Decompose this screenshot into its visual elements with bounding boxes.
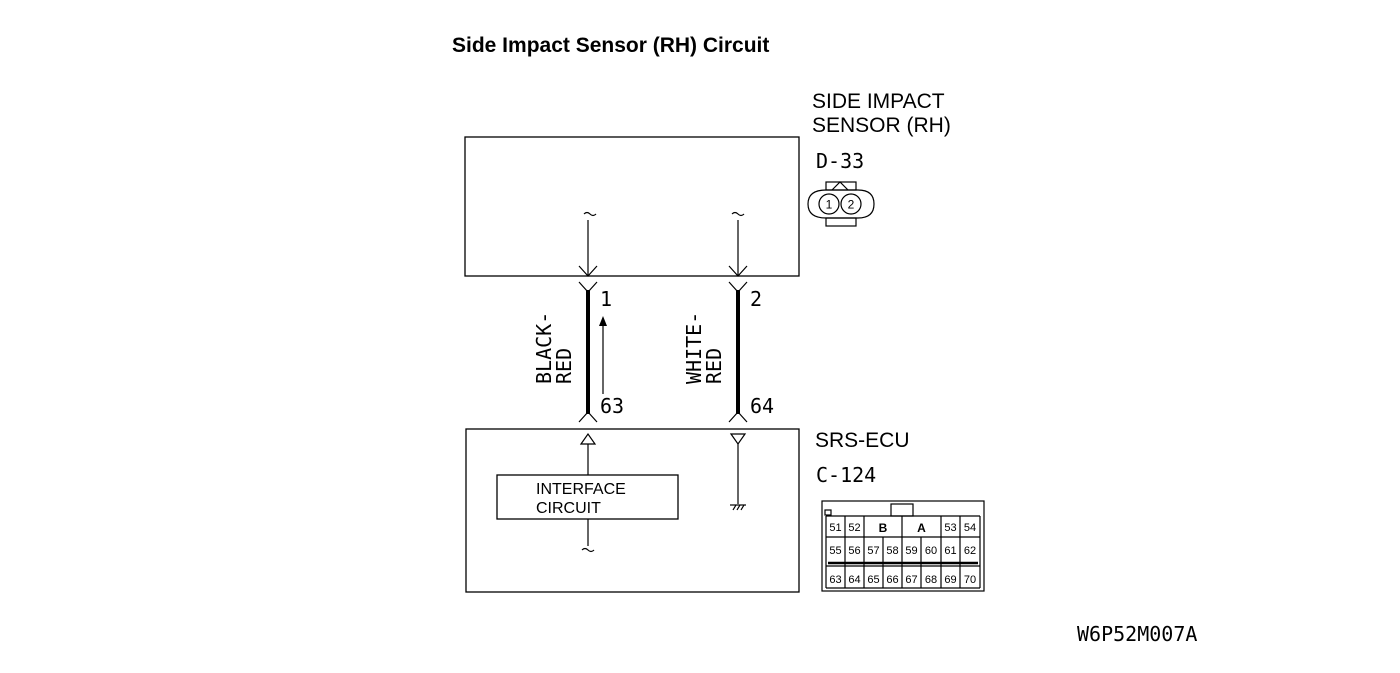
wire-1-sensor-pin: 1 [600, 287, 612, 311]
ecu-pin-a: A [917, 521, 926, 535]
interface-circuit-box [496, 474, 679, 520]
ecu-pin-55: 55 [829, 545, 841, 557]
ecu-pin-65: 65 [867, 574, 879, 586]
sensor-connector-id: D-33 [816, 149, 864, 173]
ecu-pin-70: 70 [964, 574, 976, 586]
sensor-pin-1: 1 [826, 198, 833, 212]
ecu-connector-icon: 51 52 B A 53 54 55 56 57 58 59 60 61 62 … [821, 500, 985, 592]
ecu-pin-51: 51 [829, 522, 841, 534]
ecu-box [465, 428, 800, 593]
wire-2-sensor-pin: 2 [750, 287, 762, 311]
diagram-title: Side Impact Sensor (RH) Circuit [452, 34, 769, 57]
ecu-pin-61: 61 [944, 545, 956, 557]
ecu-pin-52: 52 [848, 522, 860, 534]
sensor-pin-2: 2 [848, 198, 855, 212]
ecu-connector-id: C-124 [816, 463, 876, 487]
wire-1-color-line2: RED [552, 348, 576, 384]
ecu-pin-63: 63 [829, 574, 841, 586]
ecu-pin-69: 69 [944, 574, 956, 586]
interface-circuit-line1: INTERFACE [536, 481, 626, 498]
sensor-name-line1: SIDE IMPACT [812, 90, 945, 113]
sensor-box [464, 136, 800, 277]
wire-1-ecu-pin: 63 [600, 394, 624, 418]
ecu-pin-56: 56 [848, 545, 860, 557]
figure-code: W6P52M007A [1077, 622, 1197, 646]
interface-circuit-line2: CIRCUIT [536, 500, 601, 517]
ecu-pin-58: 58 [886, 545, 898, 557]
ecu-internal-wiring [579, 432, 747, 553]
ecu-pin-59: 59 [905, 545, 917, 557]
ecu-pin-57: 57 [867, 545, 879, 557]
ecu-pin-54: 54 [964, 522, 976, 534]
ecu-pin-68: 68 [925, 574, 937, 586]
wire-2-color-line2: RED [702, 348, 726, 384]
wire-1-color-line1: BLACK- [532, 312, 556, 384]
wire-2-color-line1: WHITE- [682, 312, 706, 384]
wire-1 [578, 211, 607, 423]
sensor-connector-icon: 1 2 [807, 181, 875, 227]
ecu-name: SRS-ECU [815, 429, 910, 452]
ecu-pin-b: B [879, 521, 888, 535]
wire-2-ecu-pin: 64 [750, 394, 774, 418]
wire-2 [728, 211, 748, 423]
ecu-pin-67: 67 [905, 574, 917, 586]
sensor-name-line2: SENSOR (RH) [812, 114, 951, 137]
ecu-pin-60: 60 [925, 545, 937, 557]
ecu-pin-64: 64 [848, 574, 860, 586]
ecu-pin-66: 66 [886, 574, 898, 586]
ecu-pin-62: 62 [964, 545, 976, 557]
ecu-pin-53: 53 [944, 522, 956, 534]
